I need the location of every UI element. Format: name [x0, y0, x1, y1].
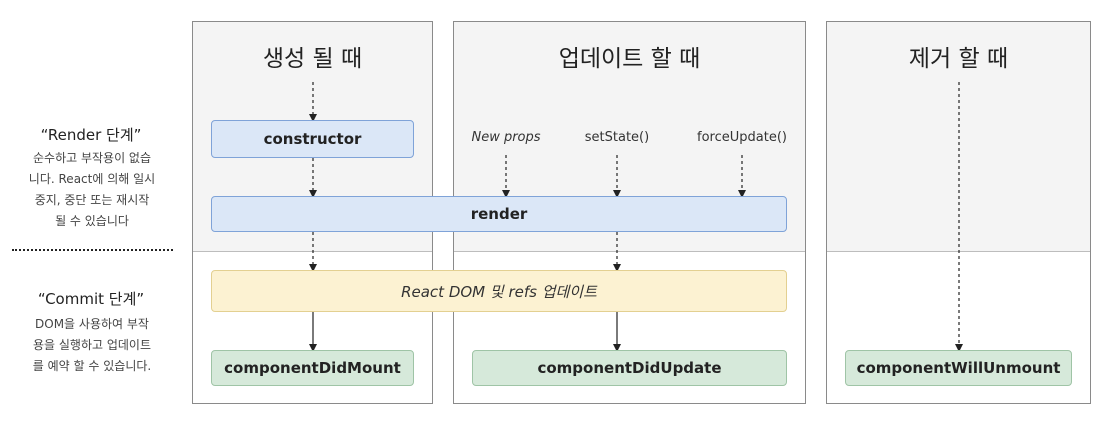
render-phase-description: 순수하고 부작용이 없습 니다. React에 의해 일시 중지, 중단 또는 …	[28, 151, 156, 228]
commit-phase-title: “Commit 단계”	[37, 290, 145, 308]
phase-separator	[12, 249, 173, 251]
commit-phase-description: DOM을 사용하여 부작 용을 실행하고 업데이트 를 예약 할 수 있습니다.	[32, 317, 152, 373]
render-phase-title: “Render 단계”	[40, 126, 142, 144]
mounting-column-title: 생성 될 때	[262, 46, 363, 72]
updating-column-title: 업데이트 할 때	[558, 46, 701, 72]
force-update-trigger: forceUpdate()	[697, 130, 787, 145]
component-did-mount-box: componentDidMount	[211, 350, 414, 386]
component-will-unmount-box: componentWillUnmount	[845, 350, 1072, 386]
react-dom-update-box: React DOM 및 refs 업데이트	[211, 270, 787, 312]
new-props-trigger: New props	[471, 130, 541, 145]
component-did-update-box: componentDidUpdate	[472, 350, 787, 386]
set-state-trigger: setState()	[584, 130, 650, 145]
unmounting-column-title: 제거 할 때	[908, 46, 1009, 72]
constructor-box: constructor	[211, 120, 414, 158]
render-box: render	[211, 196, 787, 232]
